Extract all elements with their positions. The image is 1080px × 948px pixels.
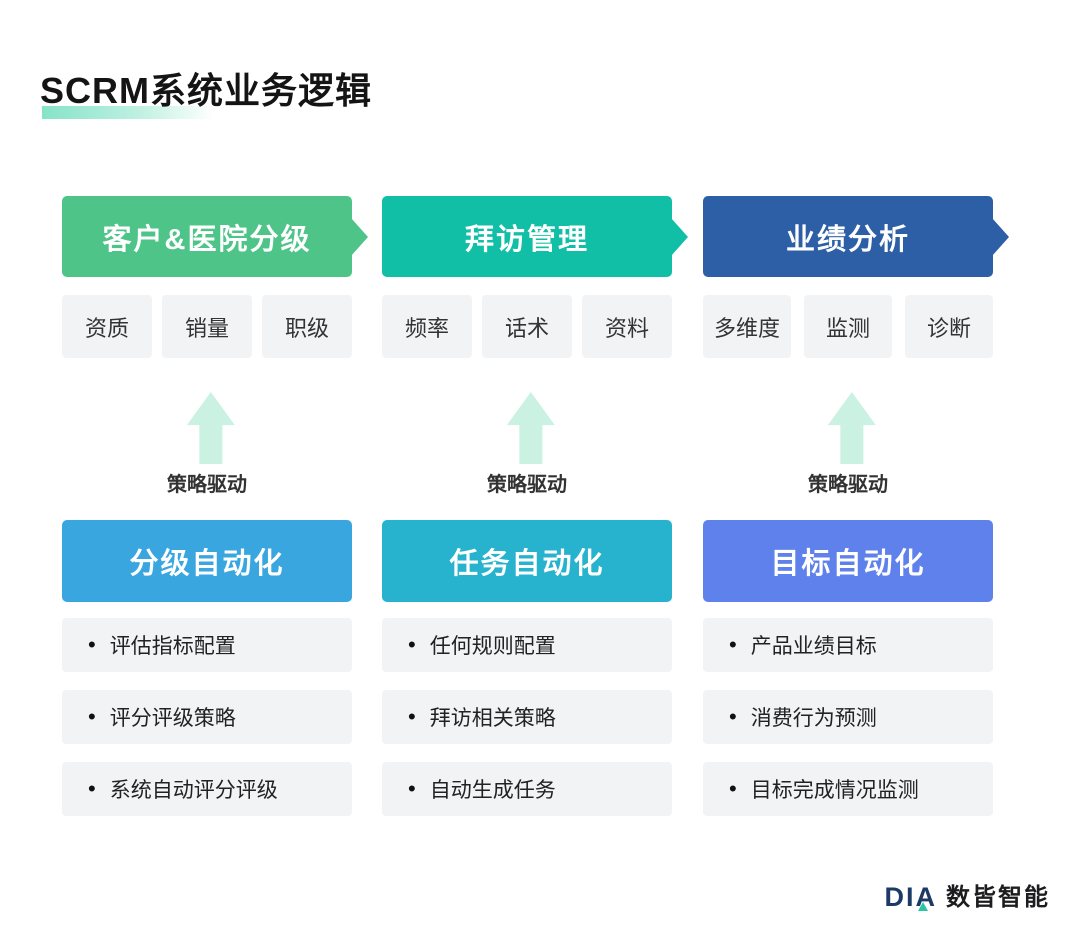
- brand-name: 数皆智能: [946, 883, 1050, 911]
- tag-row: 资质 销量 职级: [62, 295, 352, 358]
- page-title: SCRM系统业务逻辑: [40, 70, 372, 111]
- list-item-label: 评估指标配置: [109, 635, 236, 658]
- list-item: 拜访相关策略: [382, 690, 672, 744]
- bullet-icon: [88, 706, 96, 728]
- list-item-label: 自动生成任务: [429, 779, 556, 802]
- automation-banner: 任务自动化: [382, 520, 672, 602]
- stage-banner: 拜访管理: [382, 196, 688, 277]
- tag: 监测: [804, 295, 892, 358]
- tag-row: 多维度 监测 诊断: [703, 295, 993, 358]
- tag: 多维度: [703, 295, 791, 358]
- tag: 资料: [582, 295, 672, 358]
- column-visit-management: 拜访管理 频率 话术 资料 策略驱动 任务自动化 任何规则配置 拜访相关策略 自…: [382, 196, 688, 826]
- list-item-label: 系统自动评分评级: [109, 779, 278, 802]
- bullet-icon: [408, 778, 416, 800]
- list-item-label: 拜访相关策略: [429, 707, 556, 730]
- stage-banner: 业绩分析: [703, 196, 1009, 277]
- arrow-right-tip-icon: [671, 217, 688, 256]
- bullet-icon: [408, 706, 416, 728]
- arrow-label: 策略驱动: [487, 474, 567, 496]
- arrow-label: 策略驱动: [808, 474, 888, 496]
- list-item-label: 消费行为预测: [750, 707, 877, 730]
- stage-banner-label: 业绩分析: [785, 223, 910, 256]
- bullet-icon: [729, 778, 737, 800]
- dia-logo-text: DIA: [884, 882, 937, 912]
- list-item: 任何规则配置: [382, 618, 672, 672]
- tag: 资质: [62, 295, 152, 358]
- list-item: 目标完成情况监测: [703, 762, 993, 816]
- list-item: 消费行为预测: [703, 690, 993, 744]
- bullet-icon: [729, 706, 737, 728]
- automation-banner: 分级自动化: [62, 520, 352, 602]
- up-arrow-icon: [827, 392, 876, 464]
- list-item: 产品业绩目标: [703, 618, 993, 672]
- column-customer-hospital-grading: 客户&医院分级 资质 销量 职级 策略驱动 分级自动化 评估指标配置 评分评级策…: [62, 196, 368, 826]
- title-highlight-bar: [42, 106, 214, 119]
- bullet-icon: [729, 634, 737, 656]
- tag-row: 频率 话术 资料: [382, 295, 672, 358]
- bullet-icon: [88, 634, 96, 656]
- tag: 职级: [262, 295, 352, 358]
- tag: 频率: [382, 295, 472, 358]
- list-item-label: 目标完成情况监测: [750, 779, 919, 802]
- column-performance-analysis: 业绩分析 多维度 监测 诊断 策略驱动 目标自动化 产品业绩目标 消费行为预测 …: [703, 196, 1009, 826]
- bullet-icon: [408, 634, 416, 656]
- list-item: 评估指标配置: [62, 618, 352, 672]
- stage-banner-label: 拜访管理: [464, 223, 589, 256]
- arrow-label: 策略驱动: [167, 474, 247, 496]
- list-item: 系统自动评分评级: [62, 762, 352, 816]
- tag: 话术: [482, 295, 572, 358]
- list-item: 自动生成任务: [382, 762, 672, 816]
- page-header: SCRM系统业务逻辑: [40, 70, 372, 119]
- arrow-right-tip-icon: [351, 217, 368, 256]
- dia-logo-icon: DIA: [885, 884, 938, 911]
- arrow-right-tip-icon: [992, 217, 1009, 256]
- list-item-label: 产品业绩目标: [750, 635, 877, 658]
- bullet-icon: [88, 778, 96, 800]
- stage-banner: 客户&医院分级: [62, 196, 368, 277]
- tag: 诊断: [905, 295, 993, 358]
- list-item-label: 评分评级策略: [109, 707, 236, 730]
- logo-teal-accent-icon: [918, 902, 928, 911]
- automation-banner: 目标自动化: [703, 520, 993, 602]
- list-item-label: 任何规则配置: [429, 635, 556, 658]
- tag: 销量: [162, 295, 252, 358]
- up-arrow-icon: [506, 392, 555, 464]
- brand-logo: DIA 数皆智能: [885, 884, 1051, 911]
- stage-banner-label: 客户&医院分级: [102, 223, 312, 256]
- up-arrow-icon: [186, 392, 235, 464]
- list-item: 评分评级策略: [62, 690, 352, 744]
